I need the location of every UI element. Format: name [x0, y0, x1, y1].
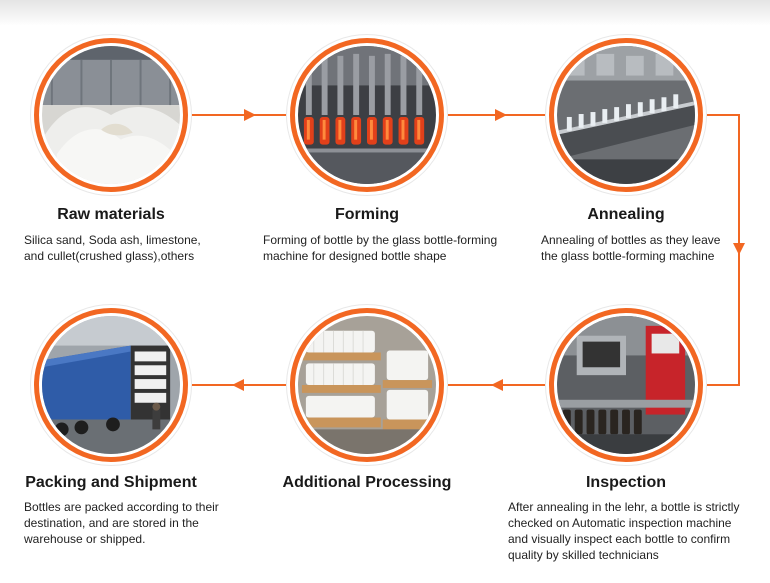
step-inspection-title: Inspection: [585, 474, 666, 491]
arrow-head-5: [232, 379, 244, 391]
step-packing-shipment-photo: [34, 308, 188, 462]
step-inspection-photo: [549, 308, 703, 462]
step-forming-photo: [290, 38, 444, 192]
bottle-forming-machine-image: [298, 46, 436, 184]
step-forming-title: Forming: [335, 206, 399, 223]
step-raw-materials-photo: [34, 38, 188, 192]
step-annealing-title: Annealing: [587, 206, 665, 223]
step-packing-shipment-desc: Bottles are packed according to their de…: [24, 500, 219, 546]
step-annealing-photo: [549, 38, 703, 192]
arrow-head-1: [244, 109, 256, 121]
arrow-head-3: [733, 243, 745, 255]
step-raw-materials-desc: Silica sand, Soda ash, limestone, and cu…: [24, 233, 201, 263]
step-forming-desc: Forming of bottle by the glass bottle-fo…: [263, 233, 498, 263]
step-raw-materials-title: Raw materials: [57, 206, 165, 223]
annealing-line-image: [557, 46, 695, 184]
step-additional-processing-title: Additional Processing: [282, 474, 452, 491]
inspection-machine-image: [557, 316, 695, 454]
white-bottles-crates-image: [298, 316, 436, 454]
shipping-container-image: [42, 316, 180, 454]
step-additional-processing-photo: [290, 308, 444, 462]
step-annealing-desc: Annealing of bottles as they leave the g…: [541, 233, 721, 263]
arrow-head-2: [495, 109, 507, 121]
step-inspection-desc: After annealing in the lehr, a bottle is…: [508, 500, 740, 562]
arrow-head-4: [491, 379, 503, 391]
step-packing-shipment-title: Packing and Shipment: [25, 474, 197, 491]
header-shade: [0, 0, 770, 26]
sand-pile-image: [42, 46, 180, 184]
